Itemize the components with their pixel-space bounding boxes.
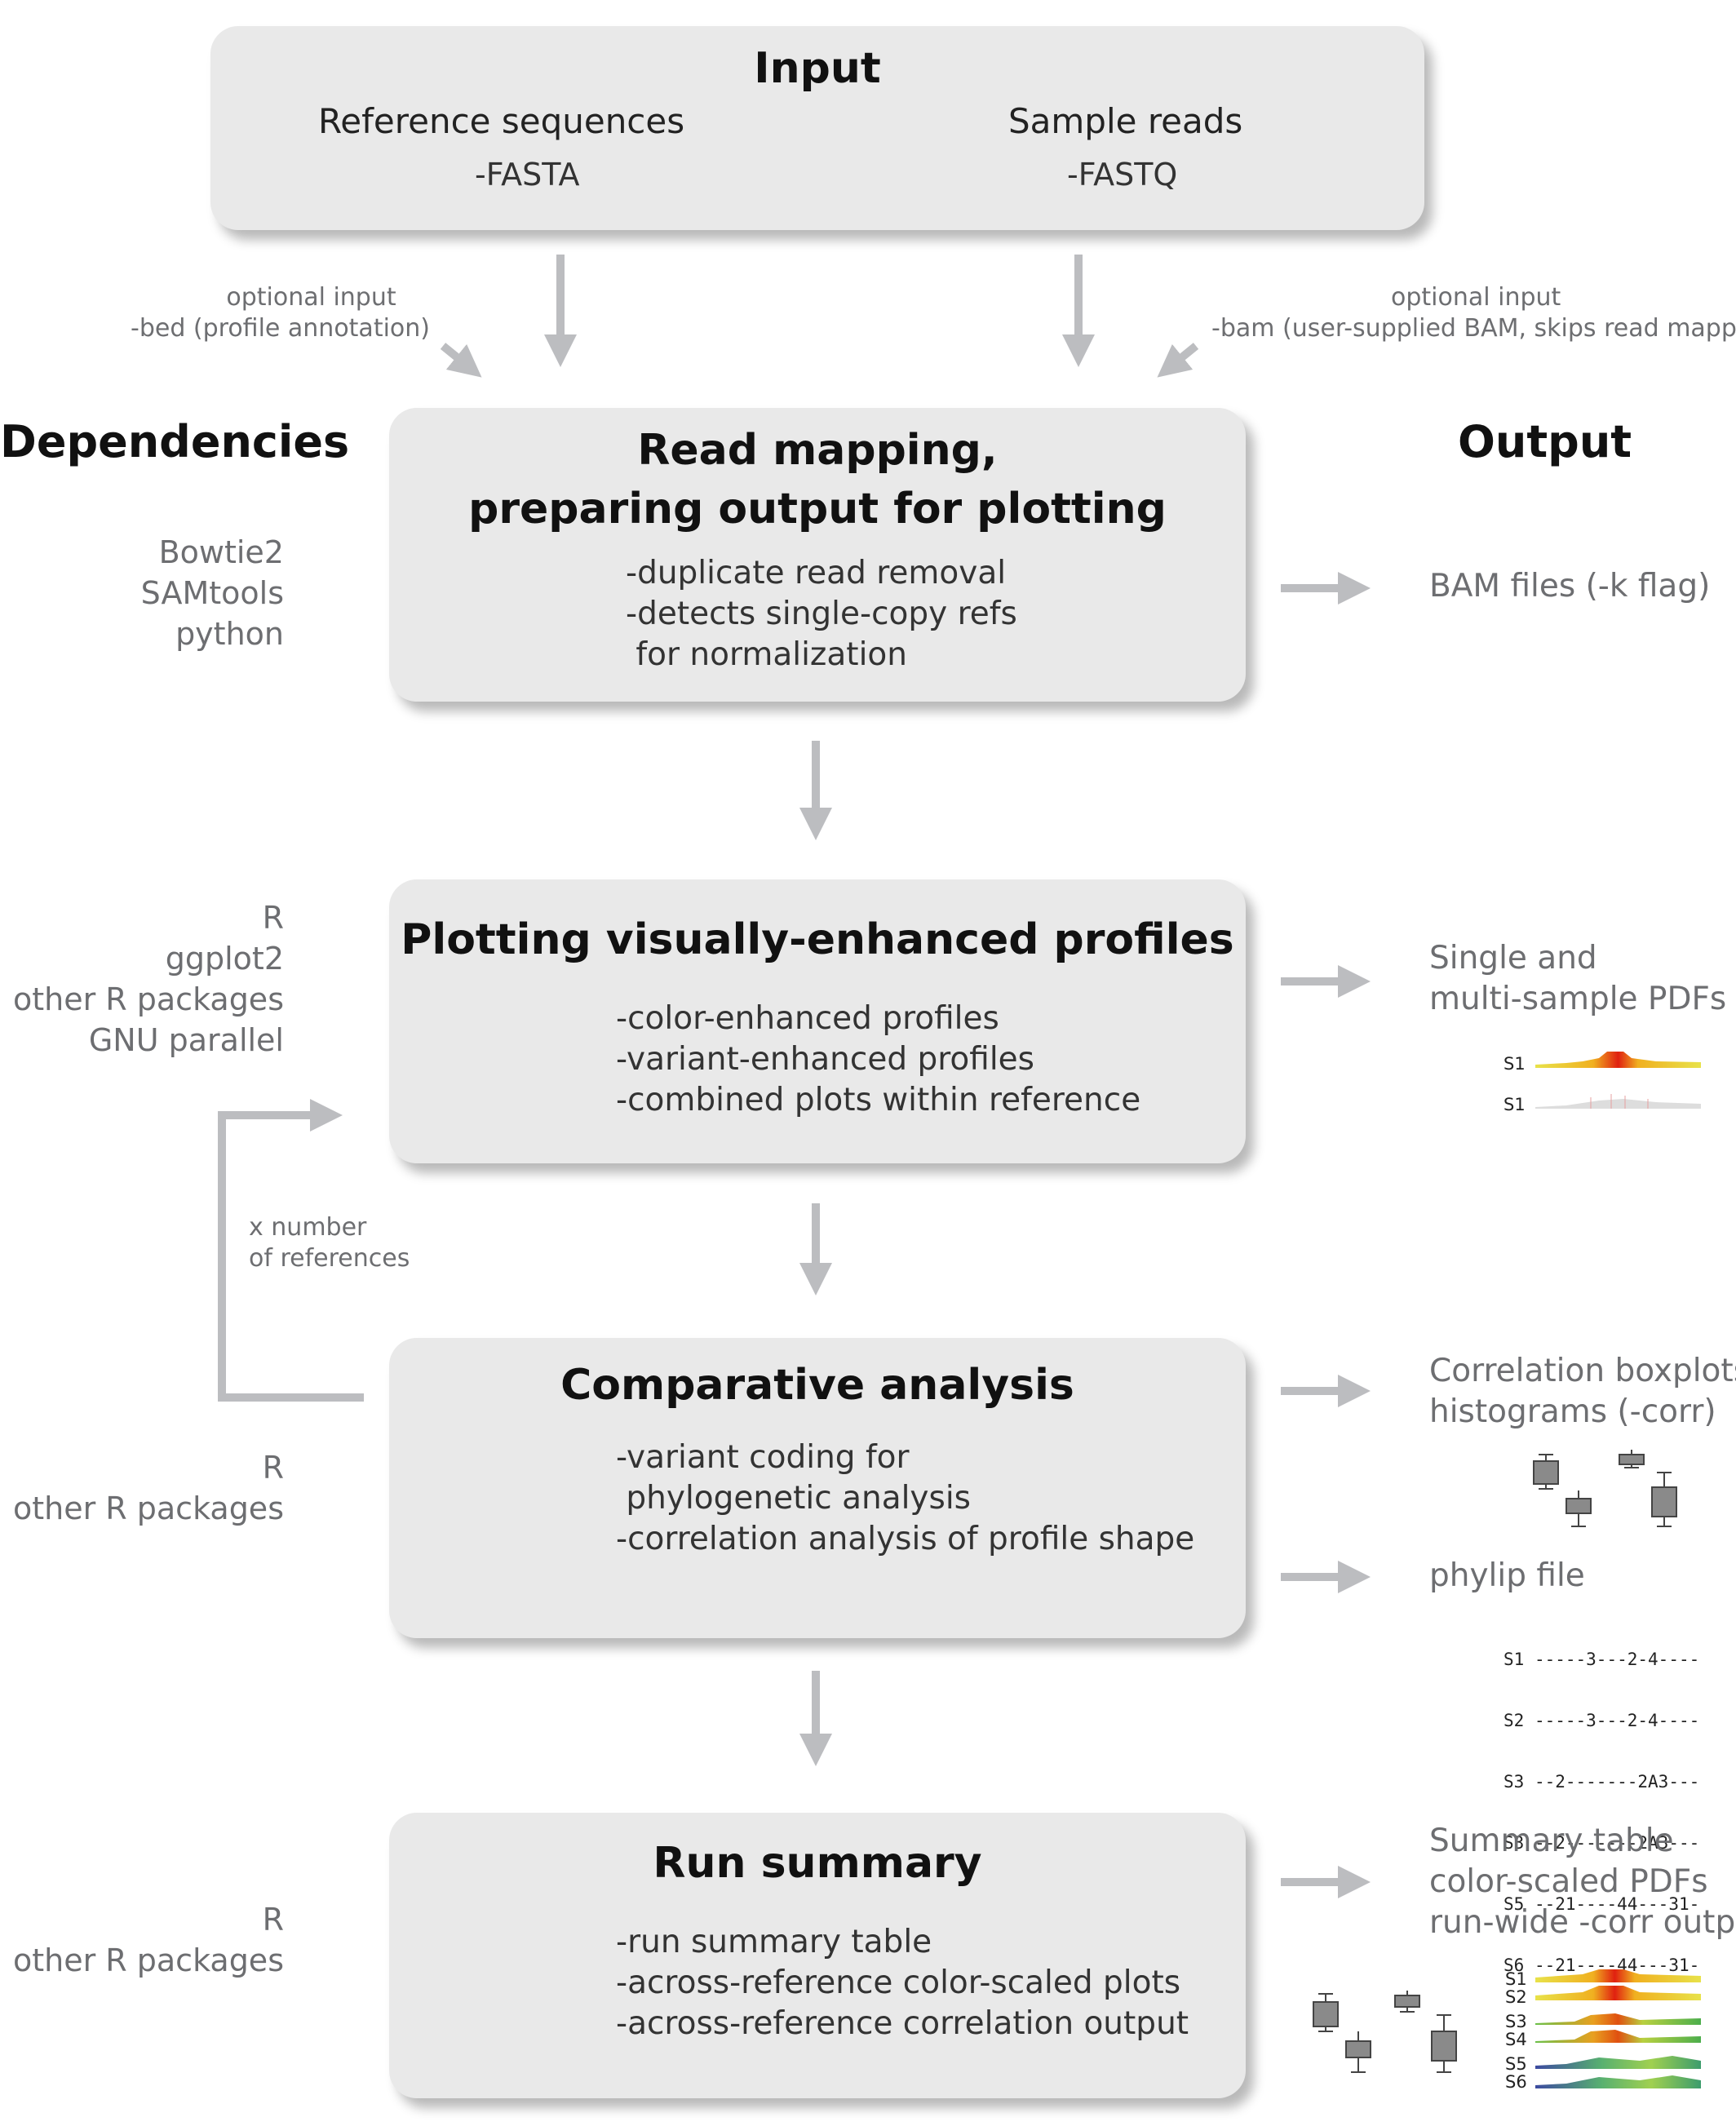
profile-S4: [1535, 2030, 1701, 2043]
color-enhanced-profile: [1535, 1052, 1701, 1068]
comparative-details: -variant coding for phylogenetic analysi…: [616, 1439, 1195, 1557]
optional-input-left: optional input -bed (profile annotation): [131, 283, 430, 343]
comparative-title: Comparative analysis: [560, 1361, 1074, 1410]
variant-enhanced-profile: [1535, 1099, 1701, 1109]
read-mapping-title-1: Read mapping,: [637, 426, 998, 475]
profile-S6: [1535, 2075, 1701, 2088]
input-title: Input: [754, 44, 881, 93]
optional-input-right: optional input -bam (user-supplied BAM, …: [1211, 283, 1736, 343]
phylip-row: S3 --2-------2A3---: [1504, 1833, 1700, 1853]
profile-S3: [1535, 2013, 1701, 2025]
profile-thumbnails: [1535, 1052, 1701, 1109]
run-summary-title: Run summary: [653, 1839, 982, 1888]
plotting-box: Plotting visually-enhanced profiles -col…: [389, 879, 1246, 1163]
comparative-dependencies: R other R packages: [12, 1450, 284, 1526]
boxplot-thumbnail: [1533, 1450, 1677, 1527]
plotting-title: Plotting visually-enhanced profiles: [401, 915, 1234, 964]
reference-label: Reference sequences: [318, 101, 685, 141]
profile-S1: [1535, 1969, 1701, 1982]
phylip-row: S5 --21----44---31-: [1504, 1894, 1700, 1914]
phylip-table: S1 -----3---2-4---- S2 -----3---2-4---- …: [1504, 1609, 1699, 1996]
bam-output-label: BAM files (-k flag): [1429, 568, 1711, 605]
phylip-row: S3 --2-------2A3---: [1504, 1772, 1700, 1792]
summary-sample-labels: S1 S2 S3 S4 S5 S6: [1505, 1969, 1527, 2092]
summary-output-label: Summary table color-scaled PDFs run-wide…: [1429, 1823, 1736, 1941]
profile-S2: [1535, 1986, 1701, 2000]
input-box: Input Reference sequences -FASTA Sample …: [210, 26, 1424, 230]
comparative-box: Comparative analysis -variant coding for…: [389, 1338, 1246, 1638]
corr-output-label: Correlation boxplots, histograms (-corr): [1429, 1353, 1736, 1430]
profile-S5: [1535, 2056, 1701, 2069]
run-summary-box: Run summary -run summary table -across-r…: [389, 1813, 1246, 2098]
read-mapping-box: Read mapping, preparing output for plott…: [389, 408, 1246, 702]
phylip-row: S1 -----3---2-4----: [1504, 1650, 1700, 1669]
loop-label: x number of references: [249, 1213, 410, 1273]
phylip-output-label: phylip file: [1429, 1557, 1585, 1594]
arrow-optional-bed: [440, 343, 482, 378]
pdf-output-label: Single and multi-sample PDFs: [1429, 940, 1727, 1017]
read-mapping-details: -duplicate read removal -detects single-…: [626, 555, 1017, 673]
sample-label: Sample reads: [1008, 101, 1243, 141]
run-summary-dependencies: R other R packages: [12, 1902, 284, 1978]
arrow-optional-bam: [1157, 343, 1199, 378]
plotting-details: -color-enhanced profiles -variant-enhanc…: [616, 1000, 1141, 1118]
read-mapping-title-2: preparing output for plotting: [468, 485, 1167, 534]
sample-format: -FASTQ: [1067, 157, 1178, 193]
run-summary-details: -run summary table -across-reference col…: [616, 1924, 1189, 2042]
summary-profile-thumbnails: [1535, 1969, 1701, 2088]
loop-connector: [218, 1099, 364, 1402]
output-header: Output: [1458, 416, 1632, 467]
pdf-sample-label-1: S1: [1504, 1054, 1526, 1074]
reference-format: -FASTA: [475, 157, 580, 193]
plotting-dependencies: R ggplot2 other R packages GNU parallel: [12, 900, 284, 1058]
read-mapping-dependencies: Bowtie2 SAMtools python: [140, 534, 284, 652]
dependencies-header: Dependencies: [0, 416, 350, 467]
phylip-row: S2 -----3---2-4----: [1504, 1711, 1700, 1730]
pdf-sample-label-2: S1: [1504, 1095, 1526, 1114]
summary-boxplot-thumbnail: [1313, 1991, 1457, 2073]
